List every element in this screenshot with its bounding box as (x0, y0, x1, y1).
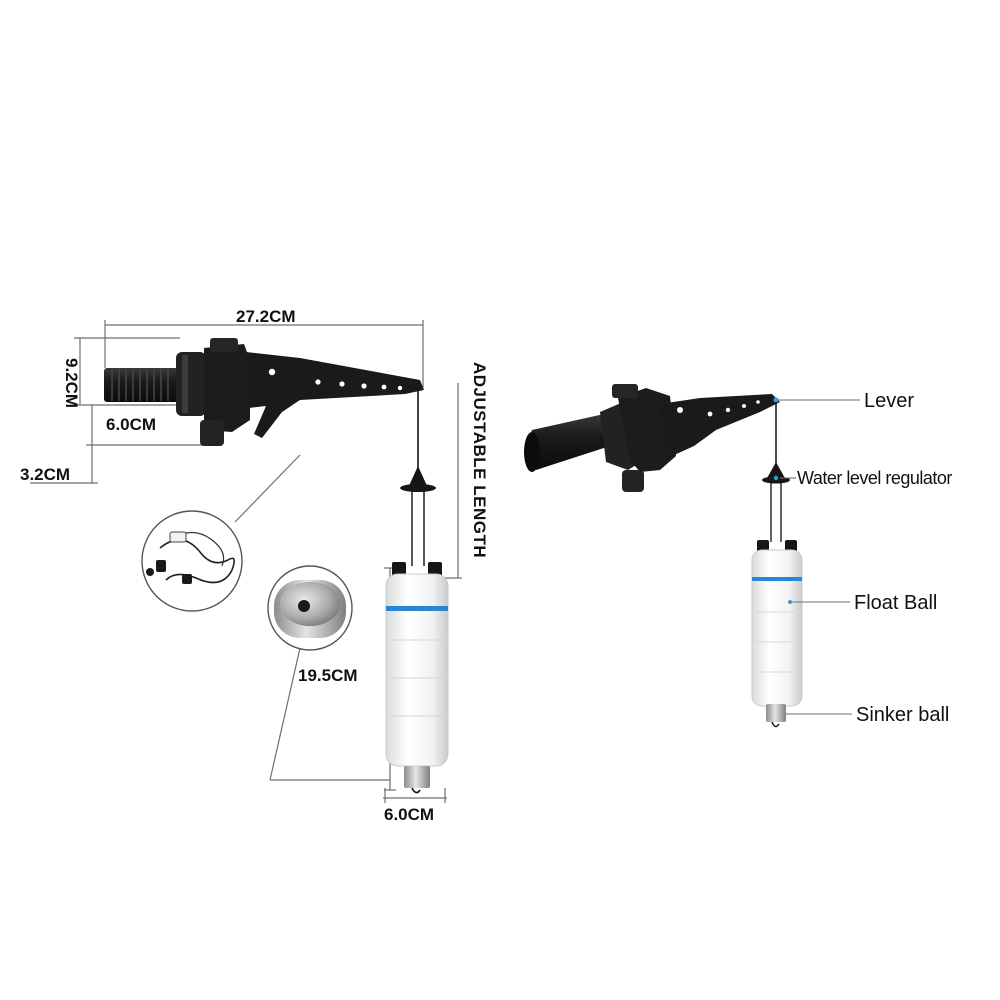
dim-height: 9.2CM (62, 358, 81, 408)
callout-sinker-ball: Sinker ball (856, 704, 949, 726)
left-lever-arm (246, 352, 424, 438)
right-float-assembly (751, 540, 803, 728)
left-float-body (385, 573, 449, 767)
left-threaded-inlet (104, 368, 182, 402)
dim-float-width: 6.0CM (384, 805, 434, 824)
dim-body-width: 6.0CM (106, 415, 156, 434)
left-lever-holes (268, 368, 403, 391)
right-callout-lines (778, 399, 860, 715)
left-sinker (404, 766, 430, 788)
left-float-assembly (385, 562, 449, 794)
dim-base-height: 3.2CM (20, 465, 70, 484)
right-valve-assembly (524, 384, 790, 542)
right-sinker (766, 704, 786, 722)
left-valve-assembly (104, 338, 436, 566)
right-float-body (751, 549, 803, 707)
right-float-band (752, 577, 802, 581)
right-lever-holes (677, 400, 760, 417)
right-lever-callout-dot (773, 397, 779, 403)
left-lock-nut (176, 352, 206, 416)
right-threaded-inlet (527, 414, 610, 470)
dim-overall-length: 27.2CM (236, 307, 296, 326)
right-water-level-regulator (766, 462, 786, 480)
dim-adjustable-length: ADJUSTABLE LENGTH (470, 362, 489, 558)
sinker-weight-icon (267, 565, 353, 651)
right-lever-arm (660, 394, 780, 456)
left-outlet (200, 420, 224, 446)
left-float-band (386, 606, 448, 611)
left-valve-body (204, 344, 250, 432)
left-water-level-regulator (408, 466, 428, 488)
right-outlet (622, 470, 644, 492)
cable-accessory-icon (141, 510, 243, 612)
callout-lever: Lever (864, 390, 914, 412)
callout-water-level-regulator: Water level regulator (797, 468, 952, 488)
dim-float-length: 19.5CM (298, 666, 358, 685)
left-thread-lines (111, 369, 169, 401)
callout-float-ball: Float Ball (854, 592, 937, 614)
